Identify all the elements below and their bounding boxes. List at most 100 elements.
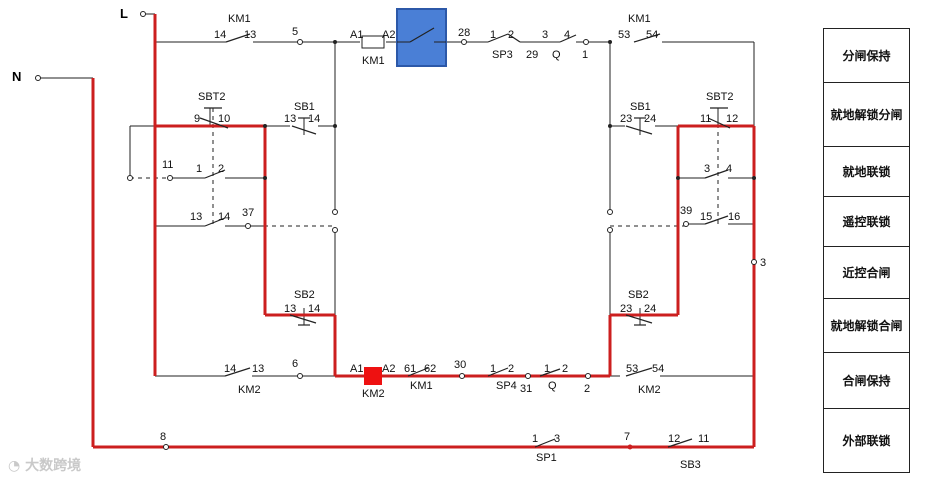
line-n-label: N bbox=[12, 69, 21, 84]
mechanical-links bbox=[130, 108, 719, 227]
sb1-left-label: SB1 bbox=[294, 101, 315, 113]
sb2-right-contact bbox=[625, 314, 653, 324]
terminal-number: 1 bbox=[196, 163, 202, 175]
sp4-label: SP4 bbox=[496, 380, 517, 392]
legend-row: 遥控联锁 bbox=[824, 197, 909, 247]
sbt2-right-contact bbox=[707, 117, 731, 129]
terminal-number: 8 bbox=[160, 431, 166, 443]
terminal-number: 13 bbox=[284, 303, 296, 315]
km1-bottom-label: KM1 bbox=[410, 380, 433, 392]
km2-bottom-label: KM2 bbox=[238, 384, 261, 396]
sbt2-left-label: SBT2 bbox=[198, 91, 226, 103]
terminal-number: 12 bbox=[726, 113, 738, 125]
terminal-number: 10 bbox=[218, 113, 230, 125]
sbt2-left-contact bbox=[199, 117, 229, 129]
terminal-number: 1 bbox=[490, 29, 496, 41]
terminal-number: 3 bbox=[760, 257, 766, 269]
sb2-left-contact bbox=[289, 314, 317, 324]
q-contact-bottom bbox=[539, 368, 561, 377]
terminal-number: 2 bbox=[508, 29, 514, 41]
terminal-number: 4 bbox=[564, 29, 570, 41]
km1-right-top-label: KM1 bbox=[628, 13, 651, 25]
km1-top-label: KM1 bbox=[228, 13, 251, 25]
sp1-label: SP1 bbox=[536, 452, 557, 464]
km1-right-contact bbox=[633, 33, 661, 43]
terminal-number: A1 bbox=[350, 363, 363, 375]
km2-right-contact bbox=[625, 367, 653, 377]
sbt2-right-contact-2 bbox=[704, 169, 729, 179]
control-circuit-diagram: L N KM1 KM1 KM1 SP3 Q SBT2 SBT2 SB1 SB1 … bbox=[12, 6, 766, 471]
km1-coil bbox=[361, 35, 385, 49]
sp3-label: SP3 bbox=[492, 49, 513, 61]
red-junction-dots bbox=[627, 444, 633, 450]
km1-coil-label: KM1 bbox=[362, 55, 385, 67]
terminal-number: 13 bbox=[284, 113, 296, 125]
terminal-number: 53 bbox=[626, 363, 638, 375]
terminal-numbers: 14 13 5 A1 A2 28 1 2 3 4 29 1 53 54 9 10… bbox=[160, 26, 766, 445]
legend-row: 外部联锁 bbox=[842, 434, 891, 448]
legend-row: 就地联锁 bbox=[824, 147, 909, 197]
sb2-right-label: SB2 bbox=[628, 289, 649, 301]
terminal-number: 7 bbox=[624, 431, 630, 443]
km2-coil-label: KM2 bbox=[362, 388, 385, 400]
sp4-contact bbox=[487, 367, 509, 377]
terminal-number: 9 bbox=[194, 113, 200, 125]
contacts bbox=[199, 33, 731, 448]
sbt2-right-label: SBT2 bbox=[706, 91, 734, 103]
terminal-number: 11 bbox=[698, 433, 709, 445]
sp3-contact bbox=[487, 33, 509, 43]
legend-row: 就地解锁分闸 bbox=[824, 83, 909, 147]
terminal-number: 5 bbox=[292, 26, 298, 38]
terminal-number: 4 bbox=[726, 163, 732, 175]
legend-row: 近控合闸 bbox=[824, 247, 909, 299]
terminal-number: 16 bbox=[728, 211, 740, 223]
terminal-number: 3 bbox=[554, 433, 560, 445]
sb1-right-contact bbox=[625, 125, 653, 135]
terminal-number: A2 bbox=[382, 363, 395, 375]
terminal-number: 61 bbox=[404, 363, 416, 375]
terminal-number: 28 bbox=[458, 27, 470, 39]
terminal-number: A1 bbox=[350, 29, 363, 41]
terminal-number: 13 bbox=[244, 29, 256, 41]
terminal-number: 23 bbox=[620, 303, 632, 315]
function-legend-table: 分闸保持 就地解锁分闸 就地联锁 遥控联锁 近控合闸 就地解锁合闸 合闸保持 外… bbox=[823, 28, 910, 473]
terminal-number: A2 bbox=[382, 29, 395, 41]
legend-row: 合闸保持 bbox=[824, 353, 909, 409]
terminal-number: 11 bbox=[162, 159, 173, 171]
terminal-number: 1 bbox=[544, 363, 550, 375]
terminal-number: 15 bbox=[700, 211, 712, 223]
sb1-left-contact bbox=[291, 125, 317, 135]
terminal-number: 14 bbox=[224, 363, 236, 375]
terminal-number: 54 bbox=[652, 363, 664, 375]
km1-contact-top bbox=[225, 33, 251, 43]
km1-nc-contact bbox=[407, 367, 429, 377]
terminal-number: 2 bbox=[584, 383, 590, 395]
sb3-label: SB3 bbox=[680, 459, 701, 471]
terminal-number: 39 bbox=[680, 205, 692, 217]
terminal-nodes bbox=[35, 11, 757, 450]
terminal-number: 24 bbox=[644, 303, 656, 315]
terminal-number: 14 bbox=[308, 303, 320, 315]
terminal-number: 14 bbox=[308, 113, 320, 125]
terminal-number: 54 bbox=[646, 29, 658, 41]
legend-row: 分闸保持 bbox=[824, 29, 909, 83]
terminal-number: 13 bbox=[190, 211, 202, 223]
terminal-number: 2 bbox=[562, 363, 568, 375]
sp1-contact bbox=[534, 438, 556, 448]
terminal-number: 2 bbox=[508, 363, 514, 375]
sbt2-left-contact-3 bbox=[204, 217, 226, 227]
sbt2-left-contact-2 bbox=[204, 169, 226, 179]
sb1-right-label: SB1 bbox=[630, 101, 651, 113]
terminal-number: 3 bbox=[542, 29, 548, 41]
terminal-number: 1 bbox=[490, 363, 496, 375]
opening-coil-box bbox=[396, 8, 447, 67]
terminal-number: 13 bbox=[252, 363, 264, 375]
terminal-number: 2 bbox=[218, 163, 224, 175]
terminal-number: 53 bbox=[618, 29, 630, 41]
sbt2-right-contact-3 bbox=[704, 215, 729, 225]
terminal-number: 11 bbox=[700, 113, 711, 125]
terminal-number: 3 bbox=[704, 163, 710, 175]
terminal-number: 1 bbox=[582, 49, 588, 61]
terminal-number: 37 bbox=[242, 207, 254, 219]
q-bottom-label: Q bbox=[548, 380, 557, 392]
